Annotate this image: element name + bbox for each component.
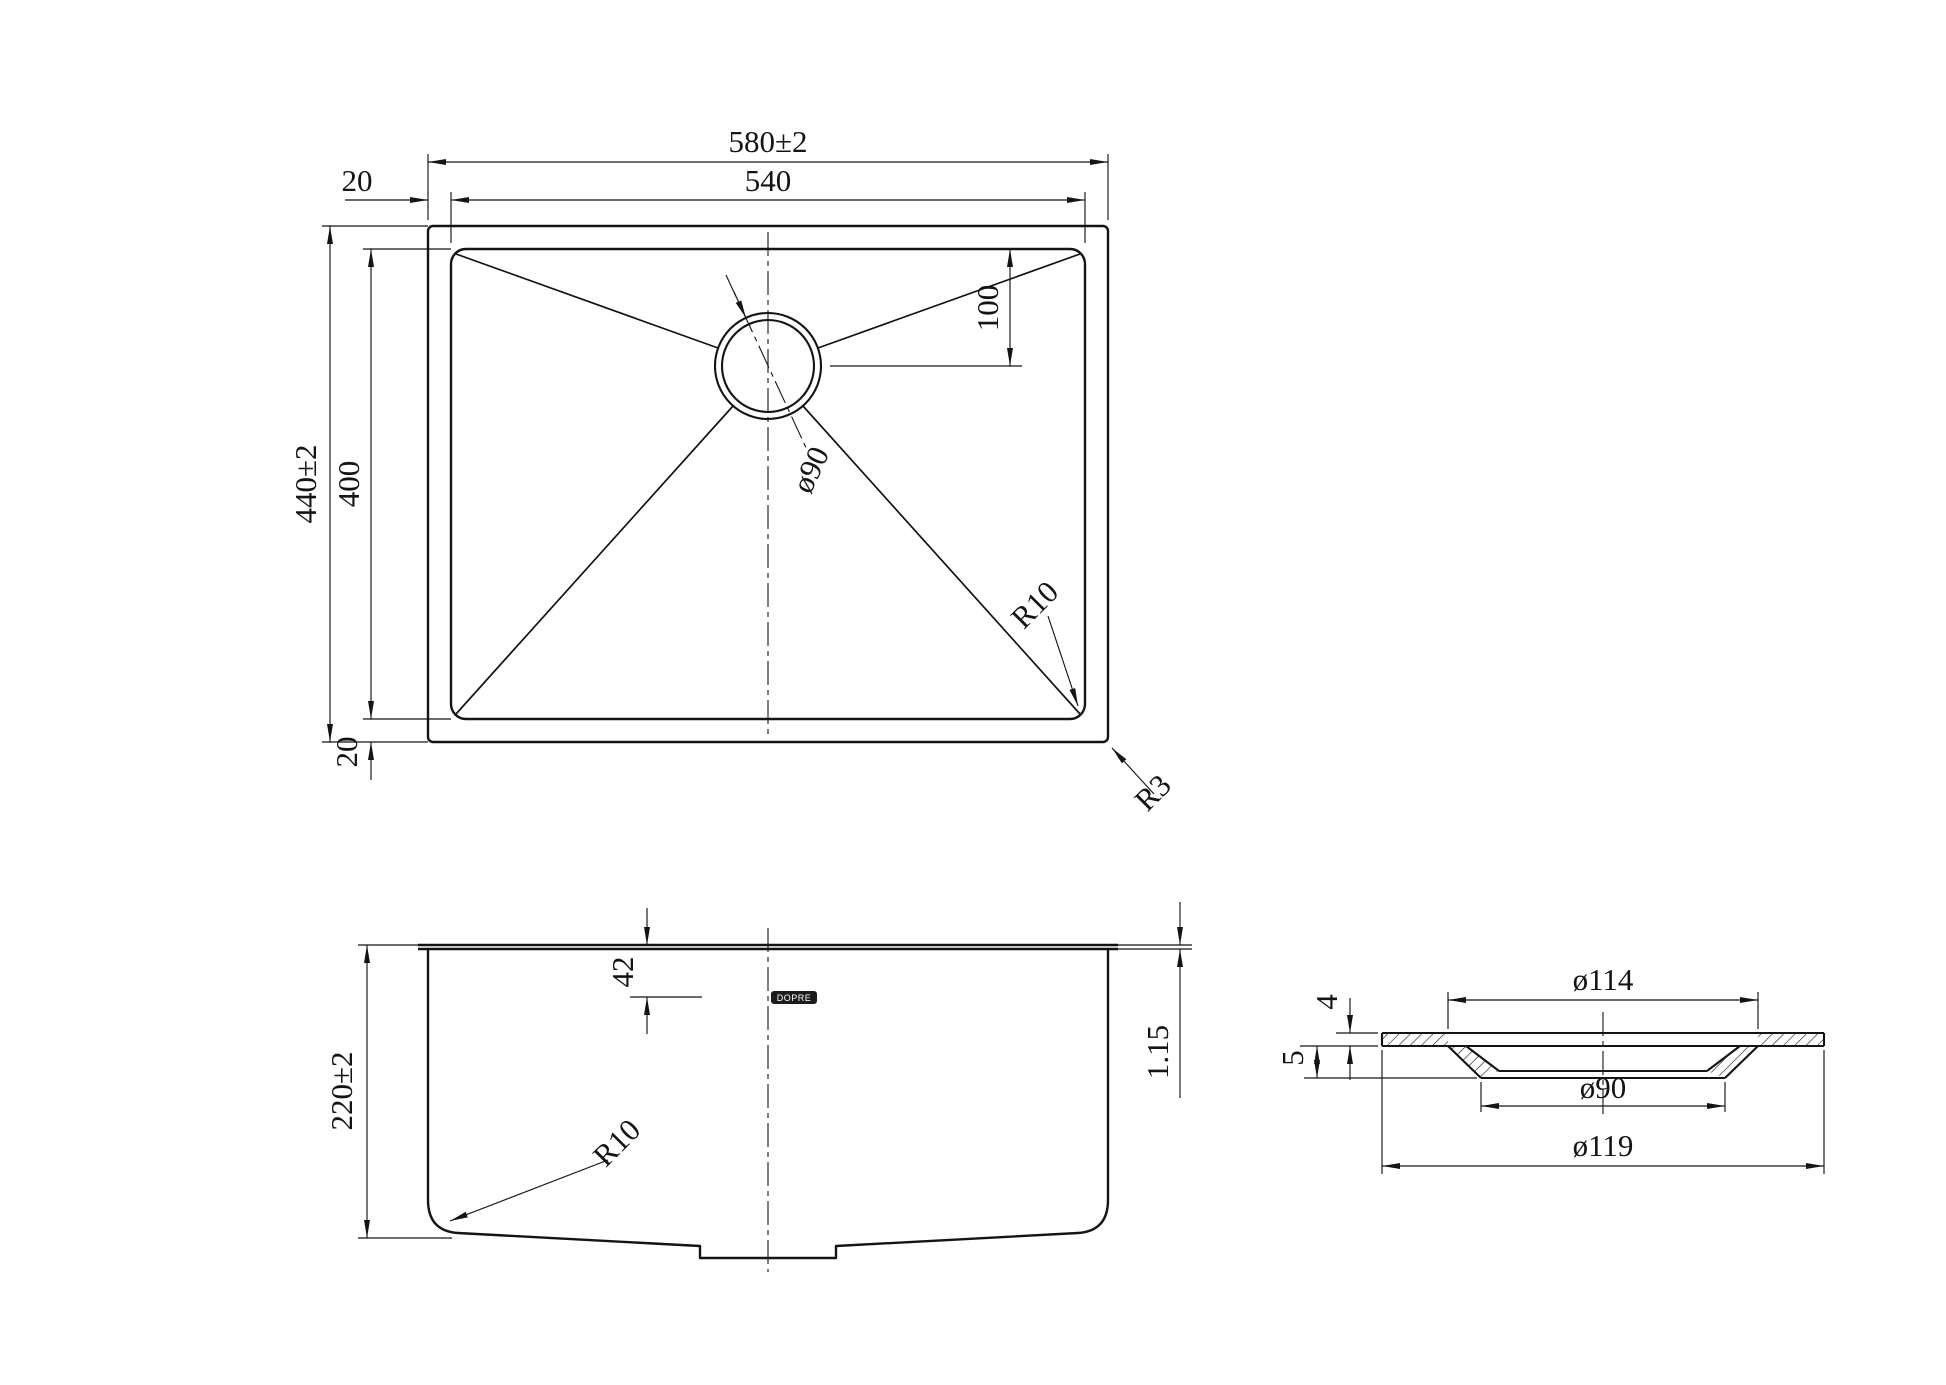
dim-label-sheet-thickness: 1.15 (1140, 1025, 1175, 1079)
dim-label-drain-diameter: ø90 (785, 441, 836, 498)
dim-label-inner-corner-radius: R10 (1004, 574, 1065, 635)
top-view-extension-lines (322, 154, 1109, 743)
front-view: DOPRE 220±2 42 1.15 R10 (324, 902, 1192, 1272)
flange-slope-hatch-right (1707, 1046, 1758, 1078)
leader-outer-corner-radius (1111, 747, 1155, 795)
flange-detail-view: ø114 ø90 ø119 4 5 (1275, 962, 1826, 1174)
dim-label-flange-top-dia: ø114 (1573, 962, 1634, 997)
dim-label-inner-height: 400 (331, 461, 366, 508)
top-view: 580±2 540 20 440±2 400 20 100 ø90 R10 R3 (288, 124, 1178, 818)
flange-section-hatch-right (1758, 1033, 1824, 1046)
dim-label-flange-overall-dia: ø119 (1573, 1128, 1634, 1163)
leader-bottom-corner-radius (449, 1159, 609, 1222)
dim-label-drain-offset: 100 (970, 285, 1005, 332)
dim-label-bottom-corner-radius: R10 (586, 1112, 647, 1173)
dim-label-left-lip: 20 (342, 163, 373, 198)
brand-logo (771, 991, 817, 1004)
flange-slope-hatch-left (1448, 1046, 1499, 1078)
sink-outer-edge (426, 224, 1110, 744)
dim-label-logo-offset: 42 (605, 957, 640, 988)
dim-label-depth: 220±2 (324, 1051, 359, 1130)
dim-label-outer-height: 440±2 (288, 444, 323, 523)
dim-label-flange-drop: 5 (1275, 1050, 1310, 1066)
brand-logo-text: DOPRE (777, 993, 812, 1003)
front-view-extension-lines (358, 944, 1192, 1239)
flange-extension-lines (1300, 992, 1825, 1174)
dim-label-outer-width: 580±2 (728, 124, 807, 159)
leader-drain-diameter (733, 291, 747, 319)
flange-section-hatch-left (1382, 1033, 1448, 1046)
dim-label-bottom-lip: 20 (329, 737, 364, 768)
dim-label-outer-corner-radius: R3 (1127, 767, 1177, 817)
dim-label-lip-height: 4 (1309, 994, 1344, 1010)
dim-label-flange-throat-dia: ø90 (1580, 1070, 1627, 1105)
dim-label-inner-width: 540 (745, 163, 792, 198)
leader-inner-corner-radius (1047, 615, 1079, 707)
bowl-crease-lines (455, 253, 1081, 715)
